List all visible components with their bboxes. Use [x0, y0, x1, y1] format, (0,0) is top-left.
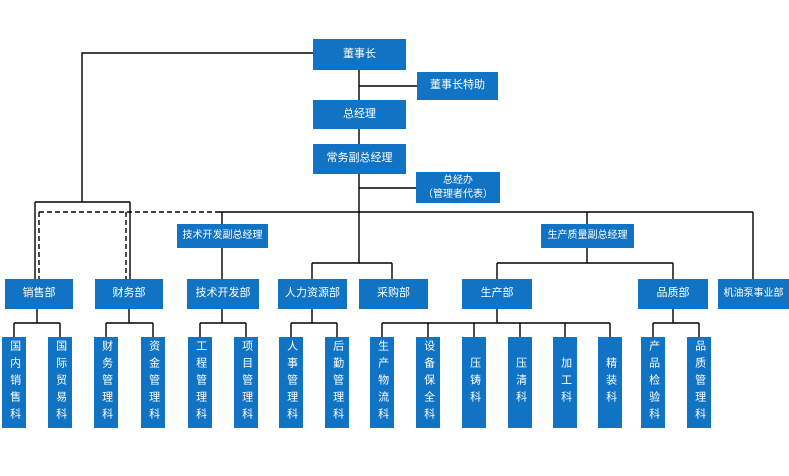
node-gm-office: 总经办 （管理者代表） — [416, 172, 500, 203]
section-project-management: 项目管理科 — [234, 337, 258, 428]
gm-office-title: 总经办 — [443, 175, 473, 186]
section-die-casting: 压铸科 — [462, 337, 486, 428]
dept-oil-pump-division: 机油泵事业部 — [718, 279, 789, 309]
section-personnel-management: 人事管理科 — [279, 337, 303, 428]
node-production-quality-deputy-gm: 生产质量副总经理 — [541, 224, 634, 248]
section-equipment-maintenance: 设备保全科 — [416, 337, 440, 428]
section-machining: 加工科 — [553, 337, 577, 428]
section-pressure-cleaning: 压清科 — [508, 337, 532, 428]
dept-finance: 财务部 — [95, 279, 163, 309]
section-quality-management: 品质管理科 — [687, 337, 711, 428]
node-chairman-assistant: 董事长特助 — [417, 72, 498, 100]
dept-tech-dev: 技术开发部 — [187, 279, 259, 309]
solid-connector-lines — [13, 52, 754, 337]
dept-purchasing: 采购部 — [359, 279, 428, 309]
node-general-manager: 总经理 — [313, 100, 406, 129]
dept-hr: 人力资源部 — [278, 279, 347, 309]
node-tech-dev-deputy-gm: 技术开发副总经理 — [177, 224, 268, 248]
node-chairman: 董事长 — [313, 39, 406, 70]
section-engineering-management: 工程管理科 — [188, 337, 212, 428]
section-international-trade: 国际贸易科 — [48, 337, 72, 428]
node-executive-deputy-gm: 常务副总经理 — [313, 144, 406, 174]
section-production-logistics: 生产物流科 — [370, 337, 394, 428]
section-finishing-assembly: 精装科 — [598, 337, 622, 428]
dept-production: 生产部 — [462, 279, 532, 309]
section-domestic-sales: 国内销售科 — [2, 337, 26, 428]
section-logistics-management: 后勤管理科 — [325, 337, 349, 428]
dept-quality: 品质部 — [638, 279, 708, 309]
dept-sales: 销售部 — [5, 279, 73, 309]
section-fund-management: 资金管理科 — [141, 337, 165, 428]
section-product-inspection: 产品检验科 — [641, 337, 665, 428]
dashed-connector-lines — [38, 211, 218, 279]
section-financial-management: 财务管理科 — [94, 337, 118, 428]
gm-office-subtitle: （管理者代表） — [423, 188, 493, 200]
